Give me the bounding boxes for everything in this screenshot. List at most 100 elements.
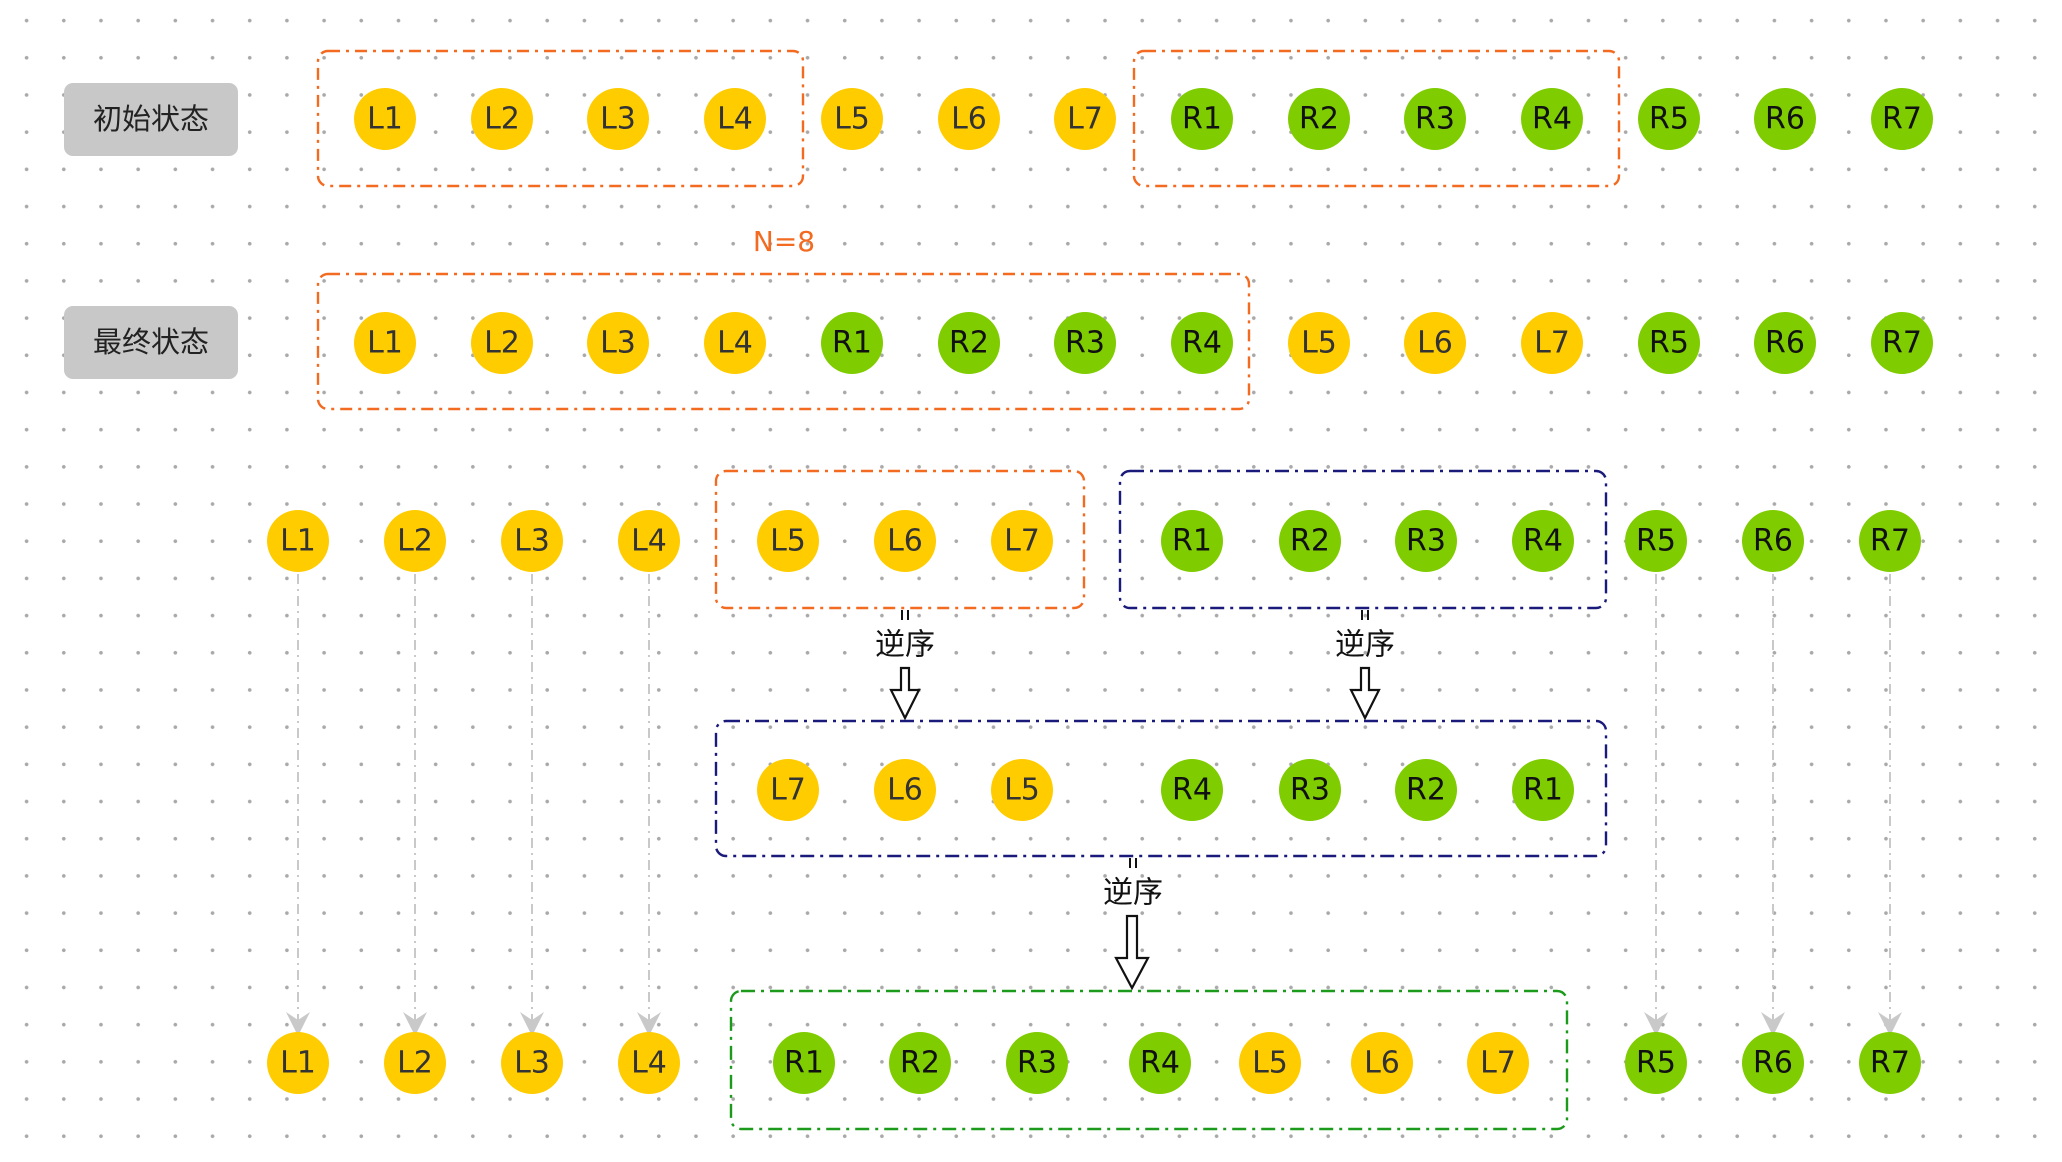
process-mid-node-label: L7 [770, 773, 806, 808]
process-mid-node-label: R2 [1406, 773, 1446, 808]
initial-node-label: L2 [484, 102, 520, 137]
process-mid-node-r3: R3 [1279, 759, 1341, 821]
final-node-label: L7 [1534, 326, 1570, 361]
process-mid-node-label: L5 [1004, 773, 1040, 808]
process-bottom-node-r1: R1 [773, 1032, 835, 1094]
process-bottom-node-label: L6 [1364, 1046, 1400, 1081]
process-bottom-node-label: L5 [1252, 1046, 1288, 1081]
process-top-node-label: R4 [1523, 524, 1563, 559]
process-bottom-node-label: L2 [397, 1046, 433, 1081]
initial-node-label: R2 [1299, 102, 1339, 137]
process-top-node-r6: R6 [1742, 510, 1804, 572]
initial-node-label: L5 [834, 102, 870, 137]
initial-node-circle [1171, 88, 1233, 150]
initial-node-circle [354, 88, 416, 150]
initial-node-l2: L2 [471, 88, 533, 150]
process-top-node-r3: R3 [1395, 510, 1457, 572]
process-bottom-node-r3: R3 [1006, 1032, 1068, 1094]
initial-node-label: L6 [951, 102, 987, 137]
process-top-node-label: L6 [887, 524, 923, 559]
initial-node-circle [471, 88, 533, 150]
process-bottom-node-r7: R7 [1859, 1032, 1921, 1094]
process-top-node-label: R6 [1753, 524, 1793, 559]
process-bottom-node-circle [1006, 1032, 1068, 1094]
process-top-node-circle [501, 510, 563, 572]
final-node-circle [1171, 312, 1233, 374]
process-middle-box [714, 719, 1608, 858]
final-node-l1: L1 [354, 312, 416, 374]
initial-node-l1: L1 [354, 88, 416, 150]
process-bottom-node-circle [773, 1032, 835, 1094]
reverse-middle-arrow [1114, 858, 1150, 991]
process-top-node-circle [1625, 510, 1687, 572]
final-node-l2: L2 [471, 312, 533, 374]
final-node-circle [471, 312, 533, 374]
process-bottom-node-label: R6 [1753, 1046, 1793, 1081]
final-node-r4: R4 [1171, 312, 1233, 374]
process-top-node-circle [757, 510, 819, 572]
process-mid-node-r1: R1 [1512, 759, 1574, 821]
initial-node-circle [938, 88, 1000, 150]
process-top-node-circle [1279, 510, 1341, 572]
initial-node-l3: L3 [587, 88, 649, 150]
final-node-circle [1288, 312, 1350, 374]
initial-node-circle [1404, 88, 1466, 150]
process-bottom-node-circle [1859, 1032, 1921, 1094]
process-top-node-l1: L1 [267, 510, 329, 572]
process-top-node-label: R7 [1870, 524, 1910, 559]
process-bottom-node-label: R3 [1017, 1046, 1057, 1081]
process-top-node-l4: L4 [618, 510, 680, 572]
process-top-node-circle [874, 510, 936, 572]
final-node-circle [354, 312, 416, 374]
process-bottom-node-circle [267, 1032, 329, 1094]
final-node-circle [1638, 312, 1700, 374]
process-mid-node-l6: L6 [874, 759, 936, 821]
process-top-node-label: L1 [280, 524, 316, 559]
process-mid-node-circle [1279, 759, 1341, 821]
initial-node-label: L4 [717, 102, 753, 137]
initial-state-label-text: 初始状态 [93, 102, 209, 136]
process-mid-node-label: R1 [1523, 773, 1563, 808]
process-top-node-r2: R2 [1279, 510, 1341, 572]
initial-node-circle [704, 88, 766, 150]
process-top-node-circle [618, 510, 680, 572]
process-top-node-circle [267, 510, 329, 572]
initial-node-l5: L5 [821, 88, 883, 150]
reverse-right-label: 逆序 [1335, 628, 1395, 663]
reverse-middle-label: 逆序 [1103, 876, 1163, 911]
final-node-l5: L5 [1288, 312, 1350, 374]
process-bottom-node-circle [1351, 1032, 1413, 1094]
initial-node-label: L3 [600, 102, 636, 137]
process-mid-node-l5: L5 [991, 759, 1053, 821]
initial-node-r5: R5 [1638, 88, 1700, 150]
reverse-left-arrow [889, 610, 921, 721]
final-node-r3: R3 [1054, 312, 1116, 374]
process-top-node-label: L2 [397, 524, 433, 559]
initial-node-circle [1754, 88, 1816, 150]
initial-node-circle [1288, 88, 1350, 150]
process-top-node-l5: L5 [757, 510, 819, 572]
final-node-label: R5 [1649, 326, 1689, 361]
process-bottom-node-label: L4 [631, 1046, 667, 1081]
initial-node-label: R3 [1415, 102, 1455, 137]
final-state-label: 最终状态 [64, 306, 238, 379]
reverse-right-arrow [1349, 610, 1381, 721]
initial-node-l6: L6 [938, 88, 1000, 150]
final-node-circle [587, 312, 649, 374]
process-top-node-label: L5 [770, 524, 806, 559]
process-bottom-node-label: L3 [514, 1046, 550, 1081]
process-bottom-node-label: R1 [784, 1046, 824, 1081]
final-node-circle [1054, 312, 1116, 374]
process-top-node-l2: L2 [384, 510, 446, 572]
final-node-circle [1521, 312, 1583, 374]
n-value-label: N=8 [753, 225, 815, 258]
reverse-left-label: 逆序 [875, 628, 935, 663]
final-node-l7: L7 [1521, 312, 1583, 374]
final-node-circle [938, 312, 1000, 374]
final-node-circle [821, 312, 883, 374]
